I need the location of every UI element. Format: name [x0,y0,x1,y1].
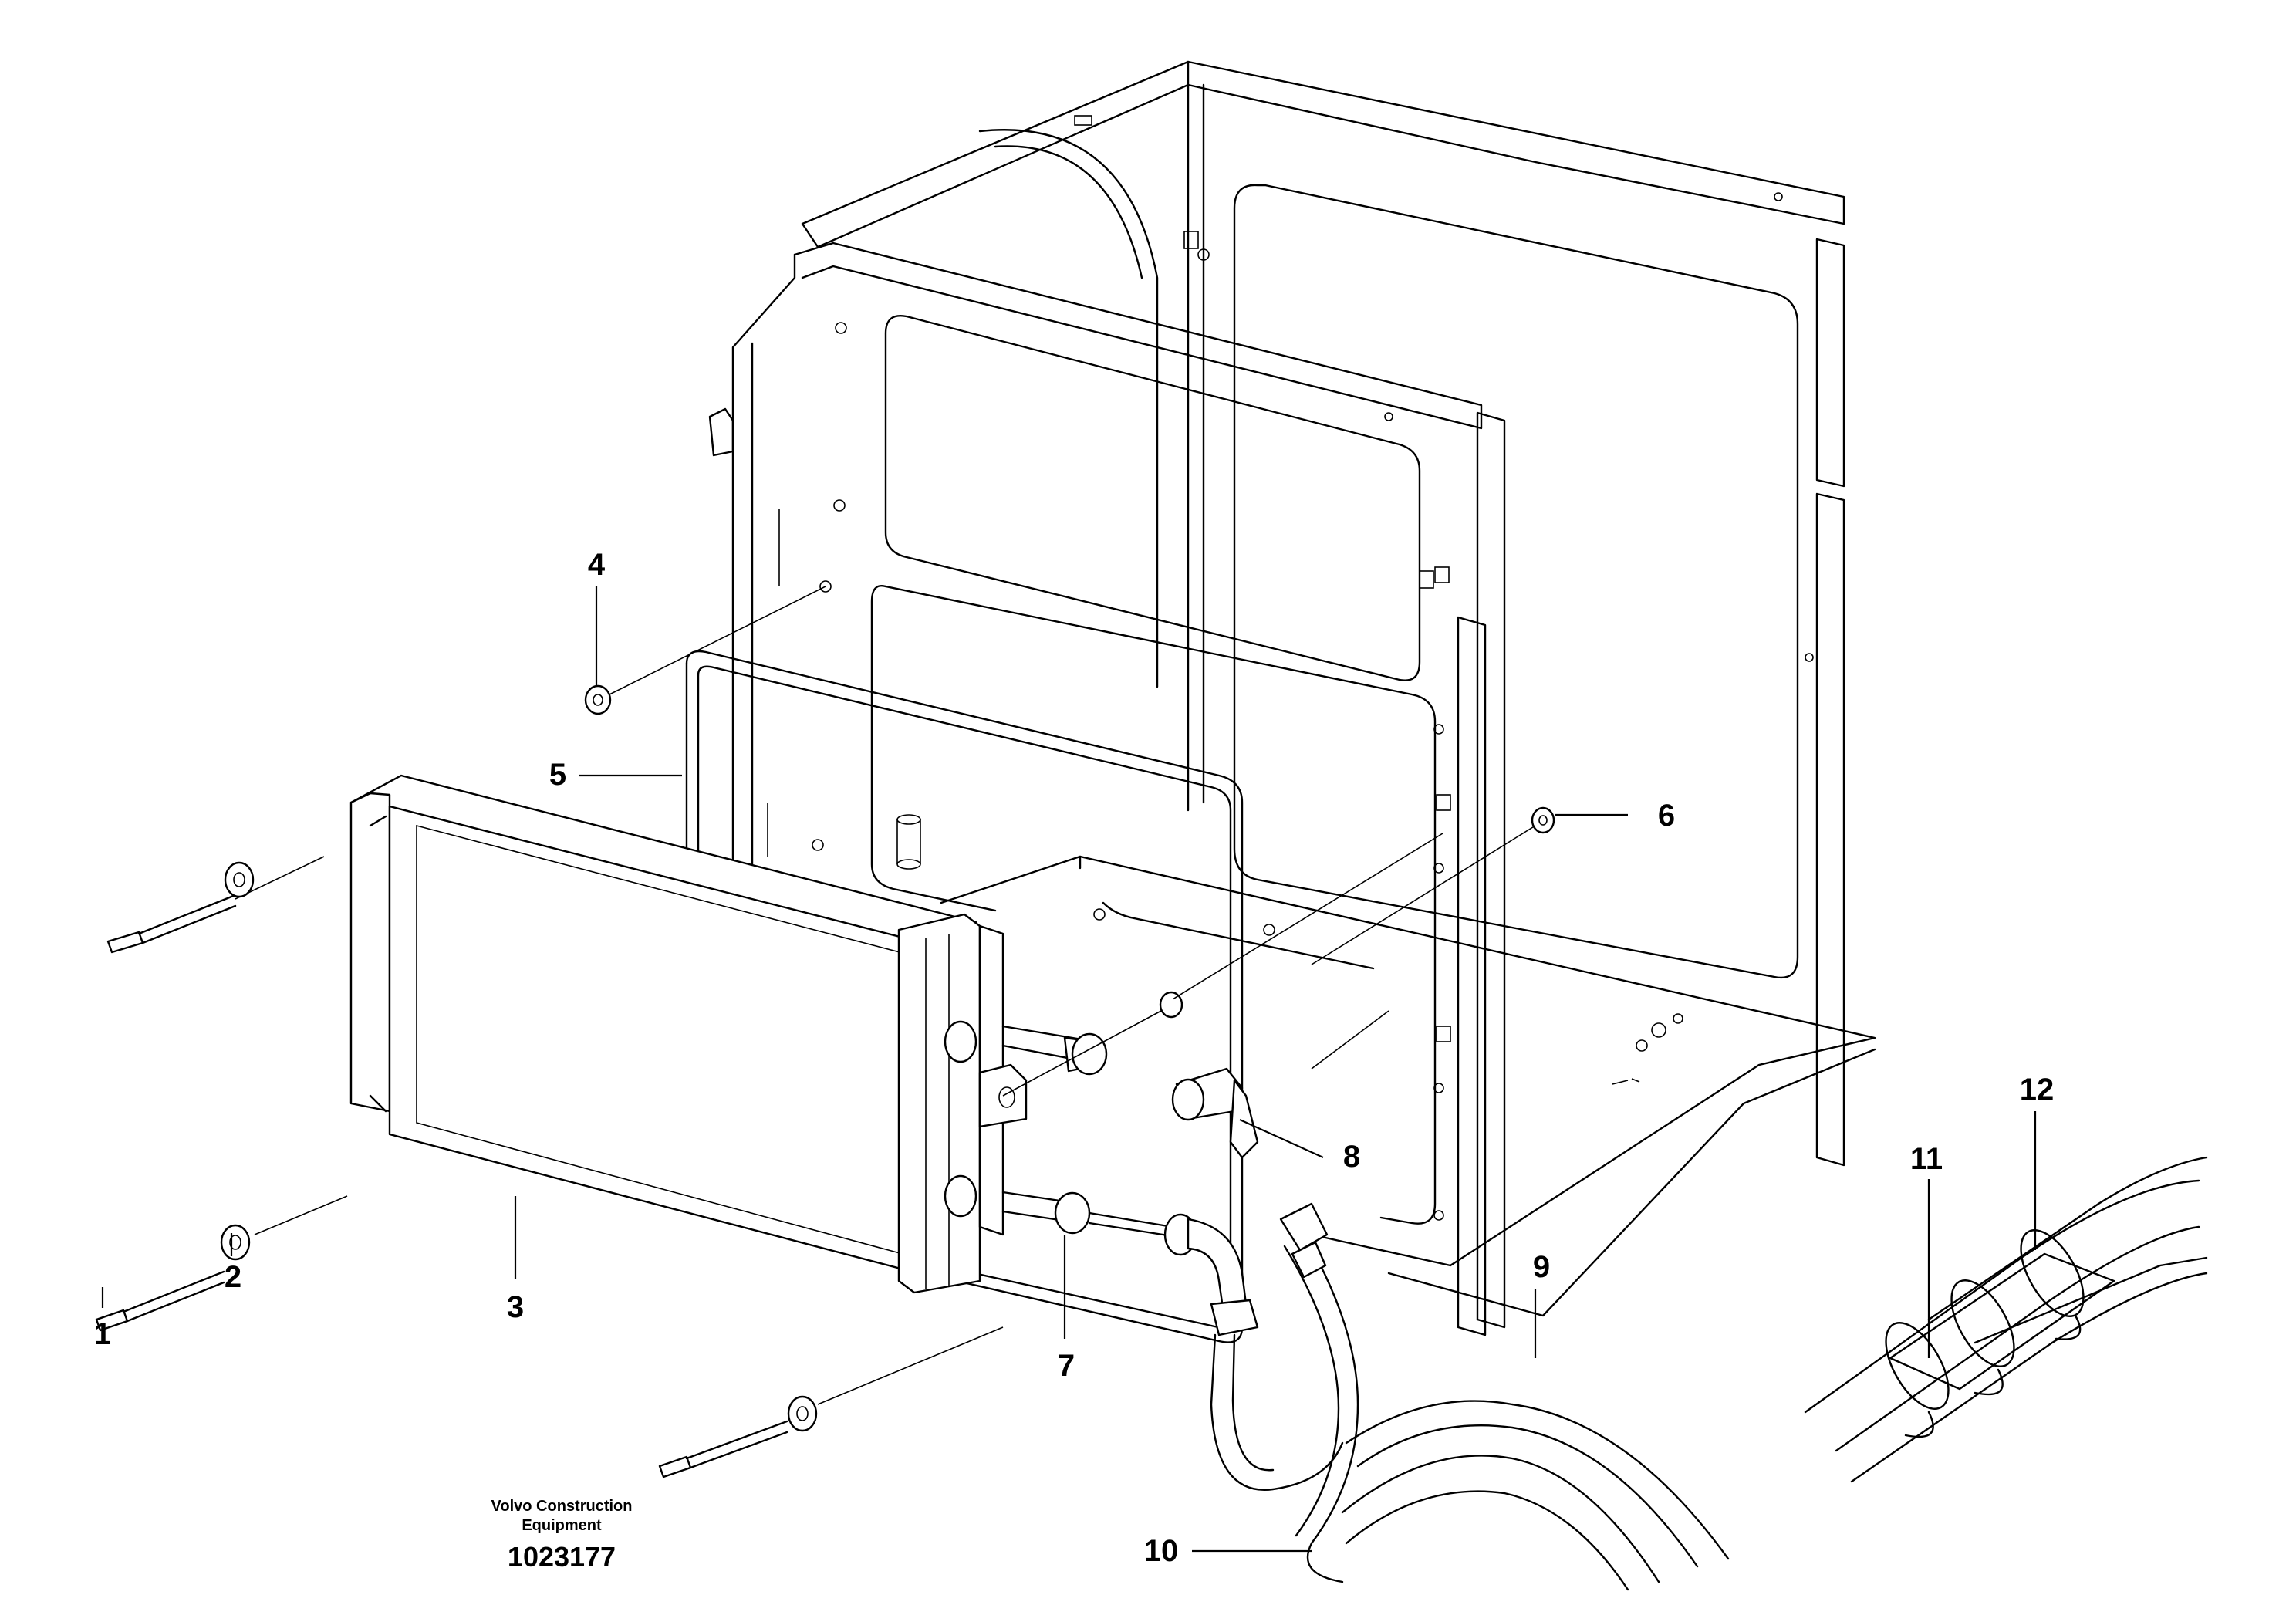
callout-8: 8 [1343,1140,1360,1174]
callout-12: 12 [2020,1073,2055,1107]
publisher-line-2: Equipment [522,1517,602,1534]
callout-11: 11 [1910,1142,1943,1176]
callout-6: 6 [1658,799,1675,833]
hose-clamp-detail [1804,1156,2208,1483]
callout-5: 5 [549,758,566,792]
rear-frame-box [801,60,1845,1167]
leader-lines [101,586,2037,1553]
fasteners [95,586,1555,1478]
hoses [1210,1202,1730,1591]
callout-2: 2 [225,1260,241,1294]
oil-cooler [349,774,1028,1294]
drawing-number: 1023177 [508,1541,616,1573]
callout-labels: 1 2 3 4 5 6 7 8 9 10 11 12 [94,548,2054,1568]
callout-10: 10 [1144,1534,1179,1568]
callout-9: 9 [1533,1250,1550,1284]
callout-1: 1 [94,1317,111,1351]
drawing-caption: Volvo Construction Equipment 1023177 [491,1498,633,1573]
front-frame-panel [708,242,1506,1336]
publisher-line-1: Volvo Construction [491,1498,633,1515]
hose-fittings [1001,1025,1259,1336]
callout-3: 3 [507,1290,524,1324]
callout-7: 7 [1058,1349,1075,1383]
bottom-plate [940,855,1876,1317]
callout-4: 4 [588,548,606,582]
